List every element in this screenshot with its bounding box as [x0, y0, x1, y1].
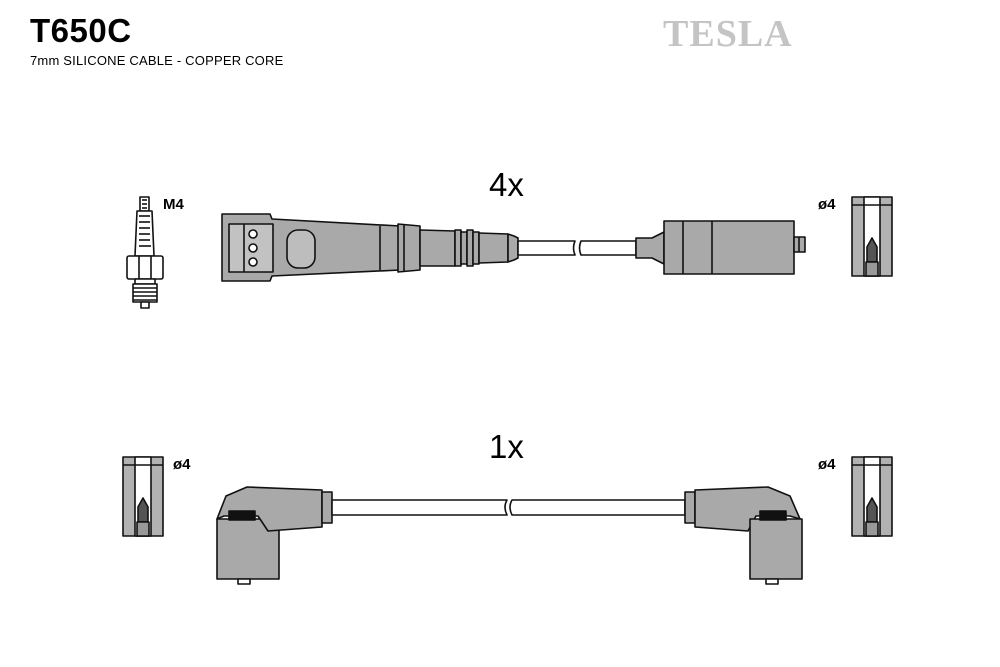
- lead-2-right-terminal-label: ø4: [818, 456, 836, 473]
- part-code: T650C: [30, 12, 132, 49]
- lead-1-coil-connector: [635, 220, 806, 275]
- lead-2-left-terminal-icon: [122, 456, 164, 537]
- lead-1-cable: [517, 240, 637, 256]
- spark-plug-thread-label: M4: [163, 196, 184, 213]
- lead-2-left-angled-boot: [216, 486, 333, 585]
- lead-1-quantity: 4x: [489, 166, 524, 203]
- lead-2-right-angled-boot: [684, 486, 803, 585]
- lead-1-terminal-label: ø4: [818, 196, 836, 213]
- spark-plug-icon: [126, 196, 164, 309]
- cable-description: 7mm SILICONE CABLE - COPPER CORE: [30, 53, 284, 68]
- brand-logo: TESLA: [663, 13, 793, 55]
- lead-2-left-terminal-label: ø4: [173, 456, 191, 473]
- lead-1-plug-boot: [221, 213, 519, 282]
- lead-2-cable: [331, 499, 686, 516]
- lead-2-quantity: 1x: [489, 428, 524, 465]
- lead-1-terminal-icon: [851, 196, 893, 277]
- lead-2-right-terminal-icon: [851, 456, 893, 537]
